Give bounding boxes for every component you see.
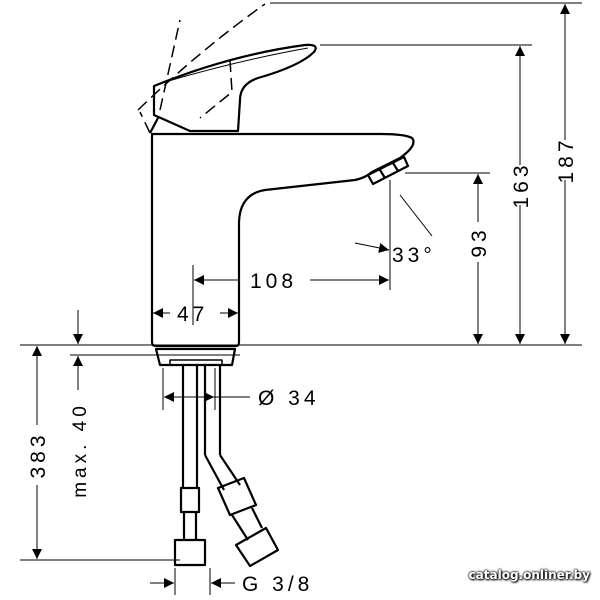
dimension-lines [20,2,582,595]
dim-108: 108 [250,270,297,293]
base-plate [154,347,237,367]
dim-383: 383 [27,431,50,478]
handle-edge [164,47,309,83]
handle-raised-dashed [137,3,266,134]
dim-187: 187 [555,136,578,183]
supply-pipe-left [173,366,207,567]
dim-diameter: Ø 34 [258,387,320,410]
faucet-body [150,132,415,348]
base-plate-detail [169,359,223,365]
dim-93: 93 [468,226,491,257]
faucet-outline [149,43,415,568]
dim-angle: 33° [392,244,436,267]
supply-pipe-right [203,366,280,568]
aerator [366,155,410,186]
handle [152,43,317,133]
dim-163: 163 [510,161,533,208]
dim-thread: G 3/8 [242,573,313,596]
dim-47: 47 [177,303,208,326]
angle-line [399,194,433,237]
dimension-labels: 187 163 93 108 47 33° 383 max. 40 Ø 34 G… [27,136,578,596]
watermark: catalog.onliner.by [468,568,590,582]
dim-max-40: max. 40 [70,402,91,498]
angle-arrow [354,242,390,253]
handle-joint [149,117,159,134]
